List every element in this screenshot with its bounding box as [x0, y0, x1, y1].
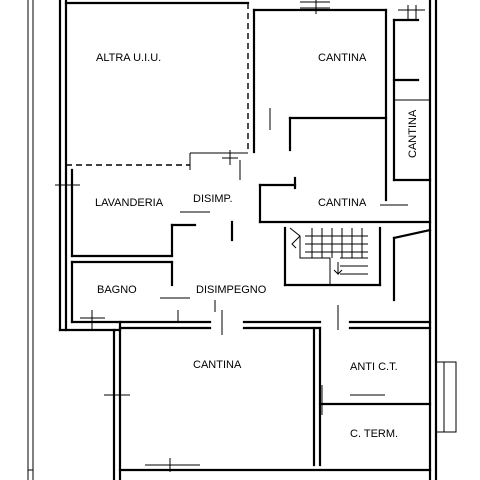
room-label-lavanderia: LAVANDERIA: [95, 197, 164, 209]
central-walls: [215, 150, 238, 335]
room-label-c-term: C. TERM.: [350, 428, 398, 440]
room-label-disimp: DISIMP.: [193, 193, 233, 205]
room-label-cantina-mid: CANTINA: [318, 197, 367, 209]
room-label-cantina-big: CANTINA: [193, 359, 242, 371]
bagno-walls: [72, 262, 210, 330]
anti-ct-c-term-walls: [320, 305, 456, 470]
cantina-big-walls: [104, 322, 320, 472]
room-label-cantina-side: CANTINA: [407, 109, 419, 158]
cantina-mid-walls: [240, 160, 430, 222]
room-label-anti-ct: ANTI C.T.: [350, 361, 398, 373]
site-boundary: [28, 0, 33, 480]
staircase: [285, 228, 430, 300]
lavanderia-walls: [55, 170, 210, 256]
room-label-cantina-top: CANTINA: [318, 52, 367, 64]
room-label-altra-uiu: ALTRA U.I.U.: [96, 52, 161, 64]
cantina-top-walls: [254, 0, 386, 200]
room-label-disimpegno: DISIMPEGNO: [196, 284, 267, 296]
room-label-bagno: BAGNO: [97, 284, 137, 296]
cantina-side-walls: [394, 5, 430, 180]
altra-uiu-walls: [66, 3, 248, 170]
